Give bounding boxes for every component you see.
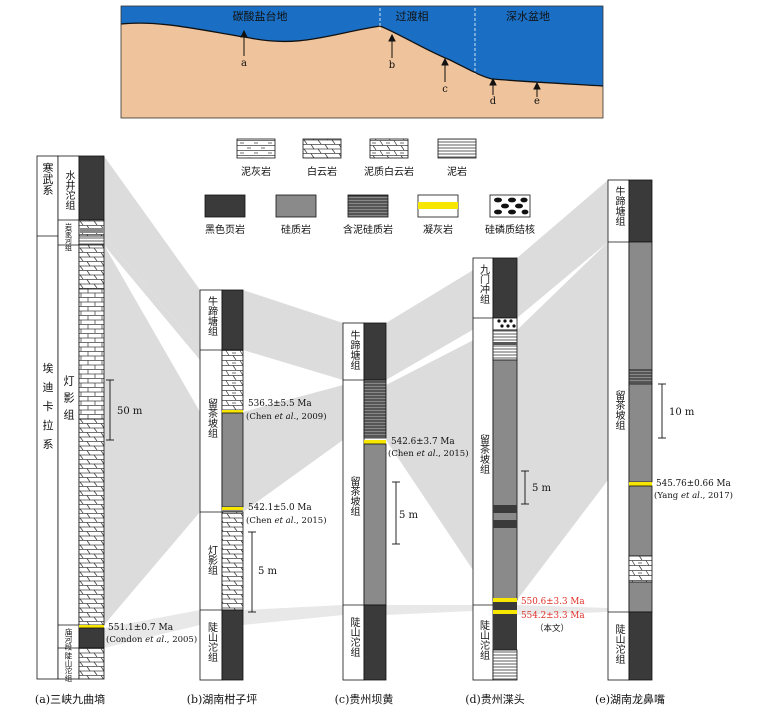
formation-label: 灯影组 [206, 545, 218, 575]
scale-bar [106, 379, 114, 441]
column-caption: (e)湖南龙鼻嘴 [595, 692, 665, 706]
column-c: 牛蹄塘组 留茶坡组 陡山沱组 542.6±3.7 Ma (Chen et al.… [335, 322, 469, 706]
scale-label: 5 m [399, 510, 419, 521]
formation-label: 九门冲组 [478, 264, 490, 304]
formation-label: 牛蹄塘组 [613, 185, 625, 226]
column-a: 寒武系 埃迪卡拉系 水井沱组 岩家河组 灯影组 庙河段 陡山沱组 50 m 55… [35, 155, 197, 706]
scale-bar [658, 383, 666, 439]
seafloor-sediment [121, 23, 603, 118]
legend-chert [275, 194, 317, 218]
age-label: 536.3±5.5 Ma [248, 399, 312, 409]
legend-muddy-chert [347, 194, 389, 218]
column-b: 牛蹄塘组 留茶坡组 灯影组 陡山沱组 536.3±5.5 Ma (Chen et… [187, 289, 327, 706]
site-label: b [389, 60, 395, 71]
site-label: d [490, 96, 497, 107]
age-label: 554.2±3.3 Ma [521, 611, 585, 621]
formation-label: 陡山沱组 [613, 624, 625, 664]
legend-label: 泥灰岩 [241, 165, 271, 178]
formation-label: 陡山沱组 [206, 622, 218, 662]
formation-label: 灯影组 [62, 375, 75, 426]
scale-bar [521, 470, 529, 505]
column-caption: (d)贵州渫头 [465, 693, 525, 706]
age-reference: （本文） [535, 623, 569, 634]
legend-muddy-dolomite [369, 138, 409, 159]
seafloor-line [120, 22, 604, 87]
nodule-icon [497, 319, 516, 328]
site-label: c [442, 84, 448, 95]
formation-label: 留茶坡组 [478, 433, 490, 474]
site-label: e [534, 96, 540, 107]
age-label: 545.76±0.66 Ma [656, 479, 731, 489]
column-caption: (a)三峡九曲墒 [35, 692, 105, 706]
age-label: 551.1±0.7 Ma [108, 623, 174, 633]
formation-label: 留茶坡组 [613, 389, 625, 430]
system-label: 寒武系 [41, 161, 54, 195]
column-caption: (b)湖南柑子坪 [187, 692, 258, 706]
legend-label: 白云岩 [307, 165, 337, 178]
scale-label: 5 m [532, 483, 552, 494]
age-label: 542.1±5.0 Ma [248, 503, 312, 513]
site-label: a [241, 58, 247, 69]
formation-label: 牛蹄塘组 [206, 295, 218, 336]
legend-label: 含泥硅质岩 [343, 223, 393, 236]
formation-label: 牛蹄塘组 [348, 329, 360, 370]
scale-label: 10 m [669, 407, 695, 418]
shale-layer [78, 155, 105, 221]
formation-label: 留茶坡组 [348, 475, 360, 516]
formation-label: 岩家河组 [65, 222, 73, 251]
legend: 泥灰岩 白云岩 泥质白云岩 泥岩 黑色页岩 硅质岩 含泥硅质岩 凝灰岩 硅磷质结… [204, 138, 535, 236]
tuff-layer [79, 625, 104, 628]
column-d: 九门冲组 留茶坡组 陡山沱组 5 m 550.6±3.3 Ma 554.2±3.… [465, 257, 585, 706]
age-reference: (Chen et al., 2015) [388, 448, 469, 459]
age-reference: (Chen et al., 2009) [246, 411, 327, 422]
zone-label: 碳酸盐台地 [233, 9, 288, 23]
legend-marl [236, 138, 276, 159]
formation-label: 水井沱组 [63, 170, 75, 210]
column-caption: (c)贵州坝黄 [335, 692, 394, 706]
age-label: 542.6±3.7 Ma [391, 437, 455, 447]
age-reference: (Chen et al., 2015) [246, 515, 327, 526]
correlation-bands [104, 156, 608, 648]
scale-bar [248, 531, 256, 613]
zone-label: 过渡相 [396, 9, 429, 23]
formation-label: 庙河段 [64, 627, 73, 652]
age-reference: (Condon et al., 2005) [106, 634, 197, 645]
scale-label: 5 m [258, 566, 278, 577]
legend-label: 黑色页岩 [205, 223, 245, 236]
legend-tuff-band [418, 202, 458, 209]
legend-dolomite [302, 138, 342, 159]
basin-section: 碳酸盐台地 过渡相 深水盆地 a b c d e [120, 5, 604, 119]
formation-label: 陡山沱组 [478, 620, 490, 660]
legend-label: 凝灰岩 [423, 223, 453, 236]
nodule-icon [494, 197, 529, 215]
legend-black-shale [204, 194, 246, 218]
scale-label: 50 m [117, 406, 143, 417]
zone-label: 深水盆地 [506, 9, 550, 23]
formation-label: 留茶坡组 [206, 397, 218, 438]
formation-label: 陡山沱组 [64, 651, 73, 683]
legend-label: 泥质白云岩 [364, 165, 414, 178]
legend-label: 硅质岩 [281, 223, 311, 236]
age-reference: (Yang et al., 2017) [654, 490, 733, 501]
system-label: 埃迪卡拉系 [41, 361, 54, 457]
age-label: 550.6±3.3 Ma [521, 597, 585, 607]
legend-label: 硅磷质结核 [485, 223, 535, 236]
legend-label: 泥岩 [447, 165, 467, 178]
site-arrows [240, 29, 541, 97]
scale-bar [392, 481, 400, 545]
legend-mudstone [437, 138, 477, 159]
formation-label: 陡山沱组 [348, 617, 360, 657]
column-e: 牛蹄塘组 留茶坡组 陡山沱组 10 m 545.76±0.66 Ma (Yang… [595, 179, 733, 706]
